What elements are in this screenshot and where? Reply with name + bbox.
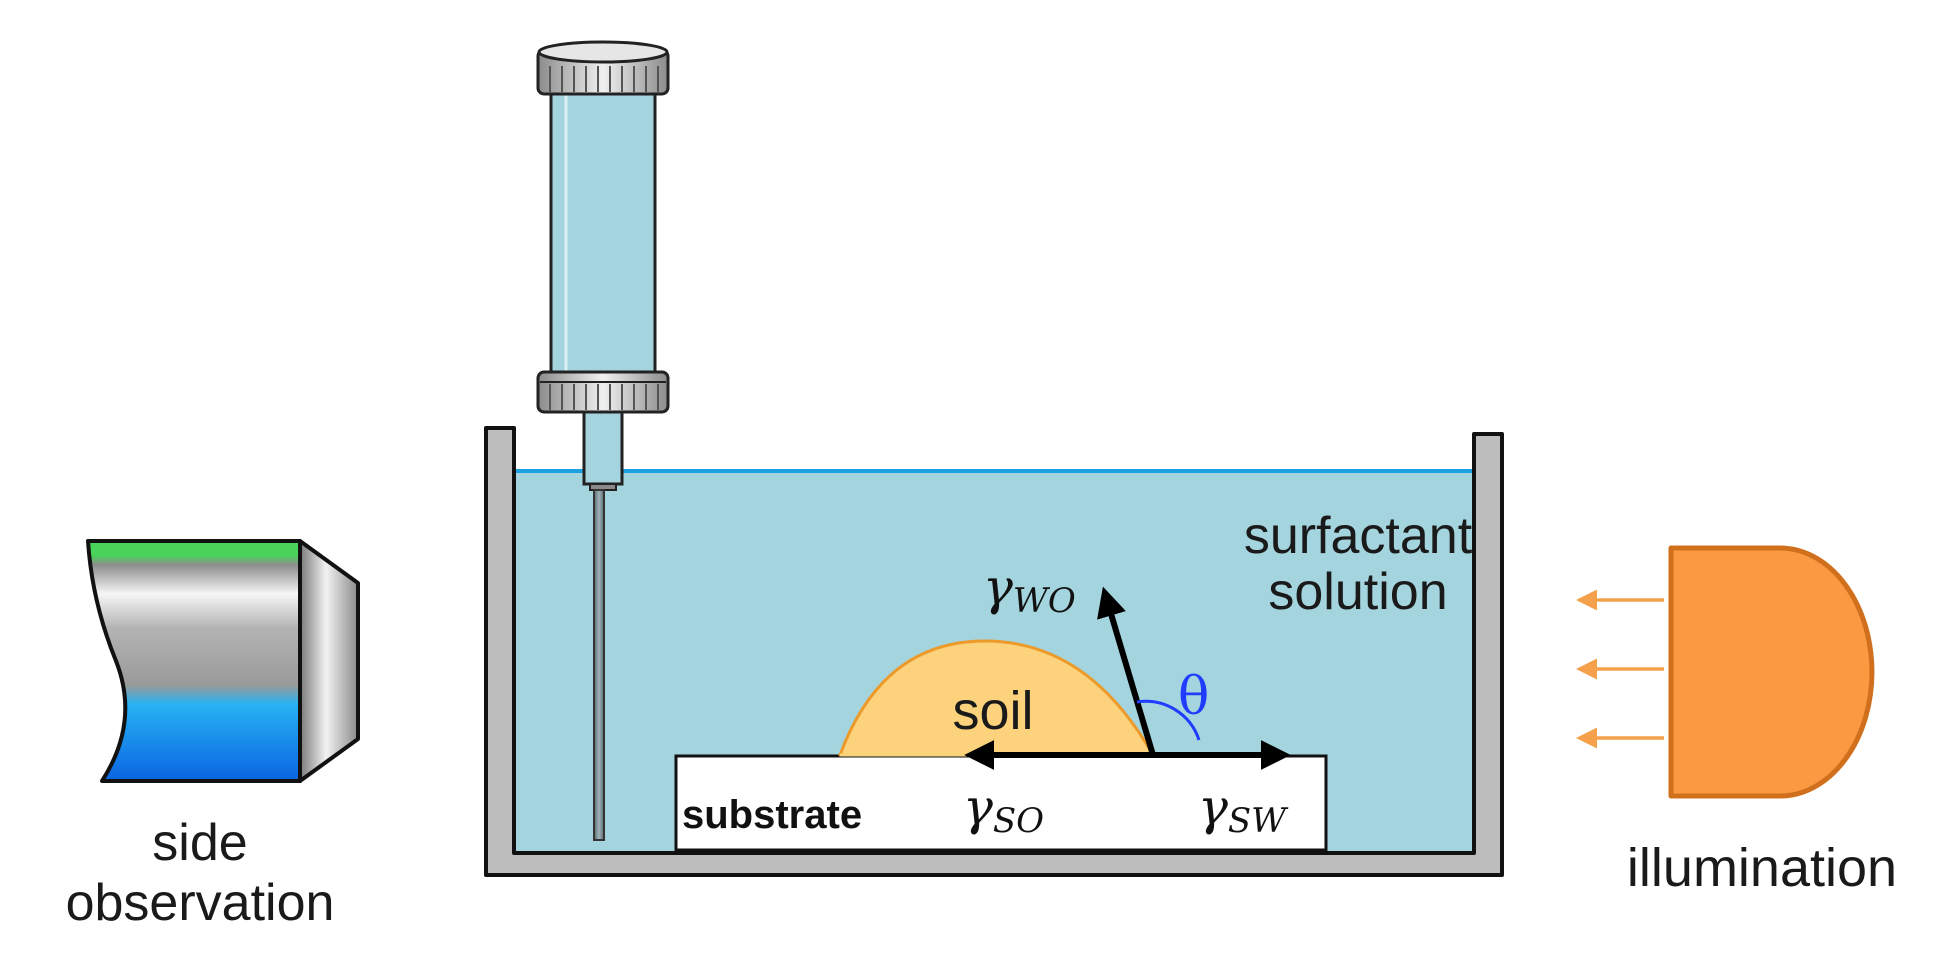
substrate-slab [674, 754, 1328, 852]
theta-label: θ [1178, 667, 1209, 727]
lamp-icon [1576, 545, 1875, 799]
side-observation-label-line2: observation [66, 874, 335, 932]
illumination-label: illumination [1627, 838, 1897, 898]
gamma-wo-symbol: γ [983, 558, 1013, 616]
gamma-sw-label: γSW [1198, 778, 1289, 841]
camera-lens-icon [86, 539, 360, 783]
gamma-so-subscript: SO [993, 801, 1044, 841]
gamma-wo-label: γWO [983, 558, 1076, 621]
side-observation-label-line1: side [152, 814, 247, 872]
gamma-so-label: γSO [963, 778, 1044, 841]
gamma-sw-subscript: SW [1228, 801, 1289, 841]
soil-label: soil [952, 681, 1033, 741]
substrate-label: substrate [682, 793, 862, 837]
surfactant-label-line1: surfactant [1244, 507, 1473, 565]
gamma-wo-arrow [1097, 586, 1156, 756]
gamma-sw-symbol: γ [1198, 778, 1228, 836]
surfactant-label-line2: solution [1268, 563, 1447, 621]
gamma-so-symbol: γ [963, 778, 993, 836]
contact-angle-arc [1136, 699, 1201, 741]
tank-wall [484, 426, 1504, 877]
syringe-icon [536, 40, 670, 841]
gamma-wo-subscript: WO [1013, 581, 1076, 621]
interfacial-tension-arrows [964, 586, 1291, 770]
